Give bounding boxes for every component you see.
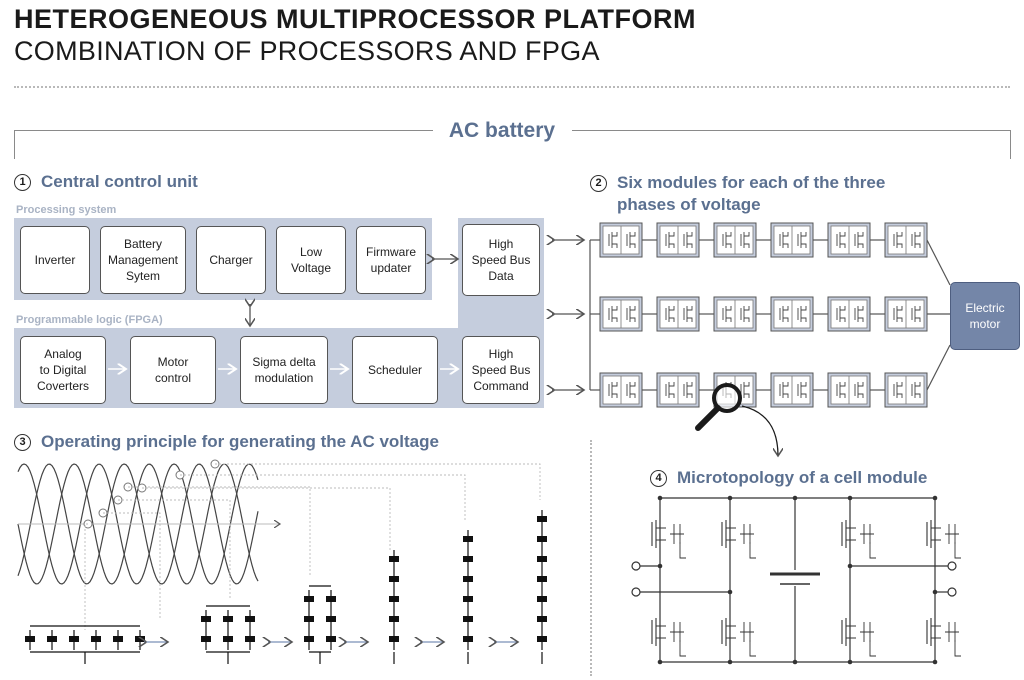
transistor-icon [665,382,675,398]
transistor-icon [893,306,903,322]
section-divider [590,440,592,676]
transistor-icon [651,520,686,559]
transistor-icon [608,306,618,322]
battery-icon [770,572,820,585]
cell-module [827,296,871,332]
cell-module [713,296,757,332]
inverter-box: Inverter [20,226,90,294]
cell-module [599,372,643,408]
section-1-title: Central control unit [41,172,198,191]
section-3-title: Operating principle for generating the A… [41,432,439,451]
transistor-icon [665,306,675,322]
transistor-icon [721,618,756,657]
section-2-number: 2 [590,175,607,192]
cell-stack [201,605,255,664]
section-2-title-line2: phases of voltage [617,195,761,214]
ac-battery-label: AC battery [448,119,556,142]
transistor-icon [836,382,846,398]
firmware-updater-box: Firmware updater [356,226,426,294]
ac-battery-bracket-left [14,130,433,159]
cell-stack [389,550,399,664]
transistor-icon [779,306,789,322]
scheduler-box: Scheduler [352,336,438,404]
transistor-icon [926,520,961,559]
cell-stack [304,585,336,664]
transistor-icon [779,232,789,248]
bus-data-box: High Speed Bus Data [462,224,540,296]
section-4-title: Microtopology of a cell module [677,468,928,487]
transistor-icon [651,618,686,657]
cell-module [884,296,928,332]
section-3-heading: 3 Operating principle for generating the … [14,432,439,452]
cell-module [884,222,928,258]
cell-module [656,372,700,408]
cell-module [713,222,757,258]
low-voltage-box: Low Voltage [276,226,346,294]
transistor-icon [893,382,903,398]
charger-box: Charger [196,226,266,294]
ac-battery-bracket-right [572,130,1011,159]
battery-management-box: Battery Management Sytem [100,226,186,294]
transistor-icon [841,520,876,559]
cell-module [656,222,700,258]
transistor-icon [722,306,732,322]
transistor-icon [721,520,756,559]
cell-module [599,296,643,332]
cell-module [656,296,700,332]
fpga-label: Programmable logic (FPGA) [16,314,163,326]
bus-command-box: High Speed Bus Command [462,336,540,404]
transistor-icon [665,232,675,248]
transistor-icon [608,232,618,248]
transistor-icon [926,618,961,657]
section-1-number: 1 [14,174,31,191]
section-4-heading: 4 Microtopology of a cell module [650,468,927,488]
adc-box: Analog to Digital Coverters [20,336,106,404]
transistor-icon [836,306,846,322]
header-divider [14,86,1010,88]
electric-motor-box: Electric motor [950,282,1020,350]
cell-module [884,372,928,408]
sine-waves [17,459,541,630]
page-subtitle: COMBINATION OF PROCESSORS AND FPGA [14,36,600,66]
transistor-icon [722,232,732,248]
microtopology-circuit [631,495,961,665]
section-2-title-line1: Six modules for each of the three [617,173,886,192]
cell-module [770,222,814,258]
cell-stack [463,530,473,664]
transistor-icon [841,618,876,657]
cell-module [770,372,814,408]
page-title: HETEROGENEOUS MULTIPROCESSOR PLATFORM [14,4,697,34]
cell-stacks [25,510,547,664]
transistor-icon [836,232,846,248]
transistor-icon [608,382,618,398]
motor-control-box: Motor control [130,336,216,404]
transistor-icon [779,382,789,398]
cell-stack [537,510,547,664]
section-1-heading: 1 Central control unit [14,172,198,192]
module-rows [589,222,951,408]
cell-stack [25,625,145,664]
sigma-delta-box: Sigma delta modulation [240,336,328,404]
cell-module [599,222,643,258]
cell-module [827,372,871,408]
transistor-icon [893,232,903,248]
cell-module [770,296,814,332]
double-arrow-icon [250,240,584,390]
cell-module [827,222,871,258]
processing-system-label: Processing system [16,204,117,216]
magnifier-icon [695,383,778,456]
section-3-number: 3 [14,434,31,451]
section-4-number: 4 [650,470,667,487]
section-2-heading: 2 Six modules for each of the three phases… [590,172,885,216]
